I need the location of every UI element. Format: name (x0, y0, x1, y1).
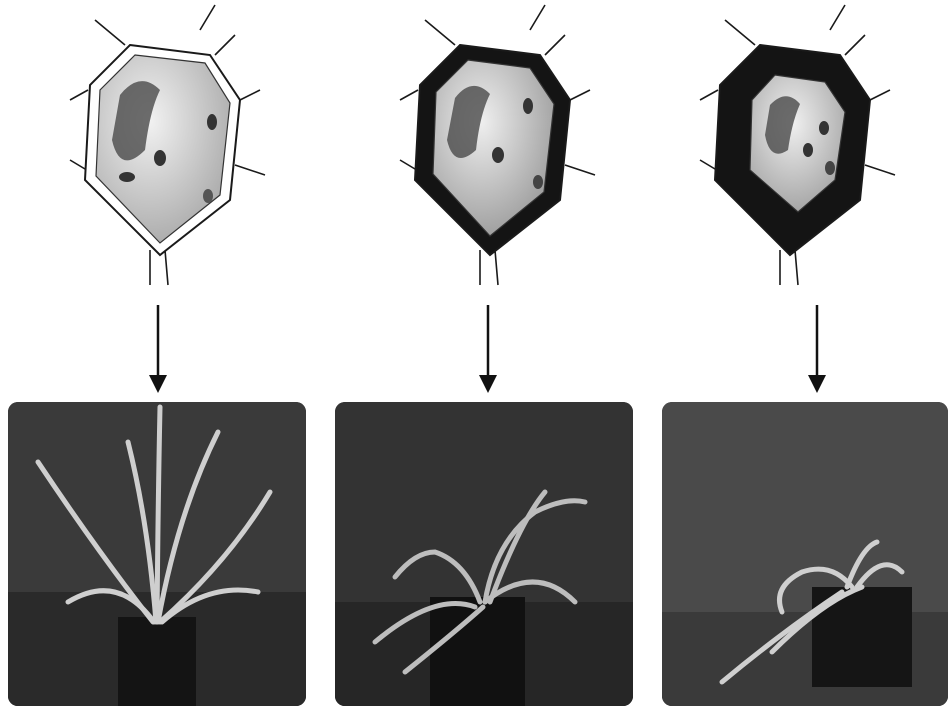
chloroplast (523, 98, 533, 114)
photo-upright-plant (8, 402, 306, 706)
turgid-cell-diagram (0, 0, 320, 290)
upright-plant-illustration (8, 402, 306, 706)
plasmolyzed-cell-diagram (630, 0, 950, 290)
down-arrow-icon (146, 305, 170, 393)
panel-turgid (0, 0, 320, 709)
wilting-plant-illustration (335, 402, 633, 706)
chloroplast (803, 143, 813, 157)
chloroplast (207, 114, 217, 130)
chloroplast (819, 121, 829, 135)
down-arrow-icon (805, 305, 829, 393)
flaccid-cell-diagram (330, 0, 650, 290)
chloroplast (203, 189, 213, 203)
photo-wilting-plant (335, 402, 633, 706)
pot (118, 617, 196, 706)
down-arrow-icon (476, 305, 500, 393)
chloroplast (154, 150, 166, 166)
chloroplast (533, 175, 543, 189)
chloroplast (825, 161, 835, 175)
panel-plasmolyzed (630, 0, 950, 709)
chloroplast (119, 172, 135, 182)
panel-flaccid (330, 0, 650, 709)
collapsed-plant-illustration (662, 402, 948, 706)
chloroplast (492, 147, 504, 163)
photo-collapsed-plant (662, 402, 948, 706)
